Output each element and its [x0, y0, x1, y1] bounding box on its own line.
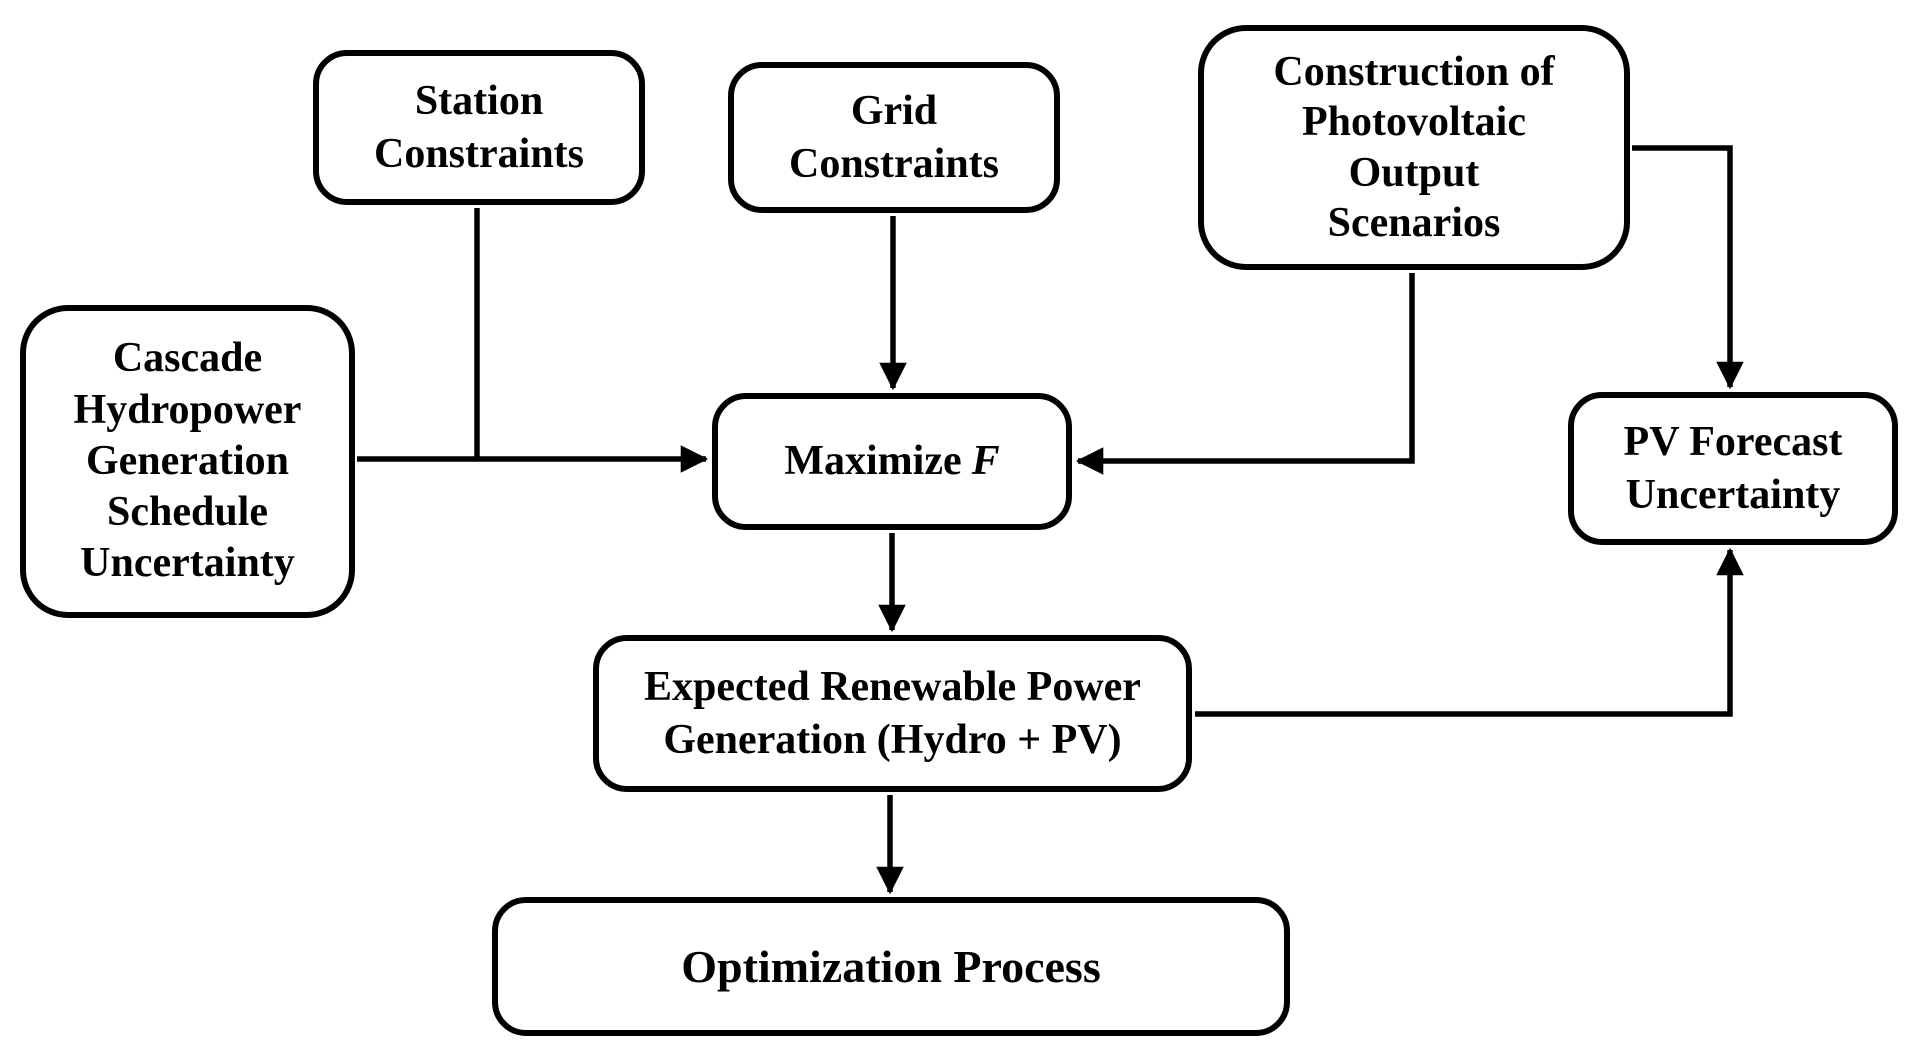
node-construction-of-pv-output-scenarios: Construction of Photovoltaic Output Scen…	[1198, 25, 1630, 270]
node-construction-label: Construction of Photovoltaic Output Scen…	[1273, 48, 1555, 246]
node-pv-forecast-uncertainty: PV Forecast Uncertainty	[1568, 392, 1898, 545]
edge-expected-to-pv-forecast	[1195, 547, 1744, 717]
node-grid-constraints: Grid Constraints	[728, 62, 1060, 213]
edge-construction-to-pv-forecast	[1632, 145, 1744, 390]
node-station-constraints: Station Constraints	[313, 50, 645, 205]
edge-construction-to-maximize	[1075, 273, 1415, 475]
node-expected-renewable-power-generation: Expected Renewable Power Generation (Hyd…	[593, 635, 1192, 792]
node-grid-constraints-label: Grid Constraints	[788, 88, 1000, 187]
node-cascade-hydropower-schedule-uncertainty: Cascade Hydropower Generation Schedule U…	[20, 305, 355, 618]
node-expected-label: Expected Renewable Power Generation (Hyd…	[644, 664, 1141, 763]
node-maximize-label: Maximize	[784, 438, 962, 485]
objective-function-symbol: F	[971, 438, 1000, 485]
node-pv-forecast-label: PV Forecast Uncertainty	[1623, 419, 1843, 518]
node-optimization-process: Optimization Process	[492, 897, 1290, 1036]
node-cascade-label: Cascade Hydropower Generation Schedule U…	[73, 335, 302, 587]
node-optimization-label: Optimization Process	[681, 940, 1101, 992]
node-station-constraints-label: Station Constraints	[373, 78, 585, 177]
